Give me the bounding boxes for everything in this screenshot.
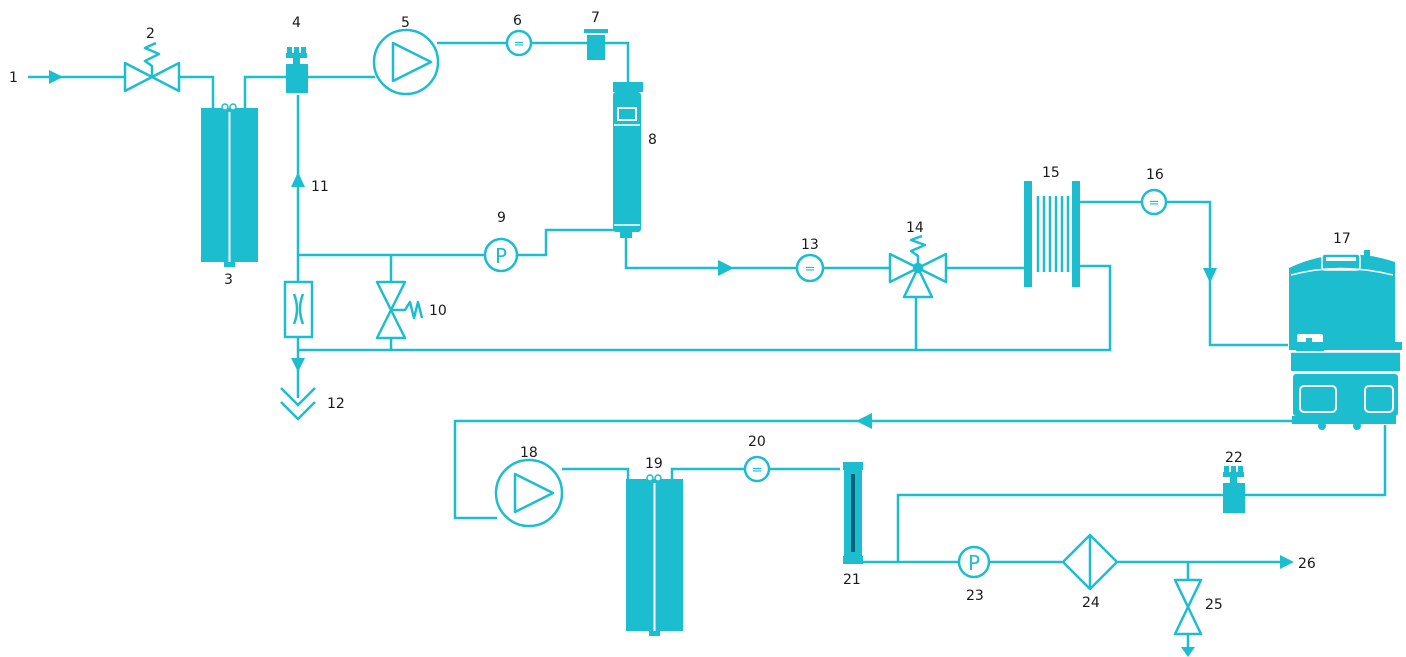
label-5: 5 [401, 15, 410, 31]
pretreatment-cartridge-icon [201, 103, 258, 267]
arrow-up-icon [291, 172, 305, 187]
label-19: 19 [645, 456, 663, 472]
arrow-down-icon [1203, 268, 1217, 283]
label-15: 15 [1042, 165, 1060, 181]
storage-tank-icon [1289, 250, 1402, 430]
label-17: 17 [1333, 231, 1351, 247]
final-filter-icon [1061, 533, 1119, 591]
flow-regulator-symbol: = [514, 37, 525, 52]
component-labels: 1 2 3 4 5 6 7 8 9 10 11 12 13 14 15 16 1… [9, 10, 1351, 613]
label-24: 24 [1082, 595, 1100, 611]
flow-regulator-icon: = [505, 29, 533, 57]
pressure-gauge-icon: P [483, 237, 519, 273]
pressure-gauge-symbol: P [495, 244, 507, 268]
pressure-reducing-valve-icon [123, 41, 181, 93]
flow-regulator-icon: = [795, 253, 825, 283]
label-23: 23 [966, 588, 984, 604]
outlet-valve-icon [1223, 466, 1245, 513]
arrow-down-icon [291, 358, 305, 372]
label-9: 9 [497, 210, 506, 226]
arrow-right-icon [718, 260, 734, 276]
label-21: 21 [843, 572, 861, 588]
label-2: 2 [146, 26, 155, 42]
label-3: 3 [224, 272, 233, 288]
arrow-left-icon [856, 413, 872, 429]
arrow-right-icon [1280, 555, 1294, 569]
drain-restrictor-icon [283, 280, 314, 339]
edi-module-icon [1024, 181, 1080, 287]
label-26: 26 [1298, 556, 1316, 572]
label-7: 7 [591, 10, 600, 26]
label-25: 25 [1205, 597, 1223, 613]
flow-regulator-symbol: = [752, 463, 763, 478]
flow-arrows [49, 70, 1294, 657]
label-6: 6 [513, 13, 522, 29]
drain-icon [280, 387, 316, 421]
pressure-gauge-icon: P [957, 545, 991, 579]
label-1: 1 [9, 70, 18, 86]
relief-valve-icon [375, 280, 424, 340]
label-12: 12 [327, 396, 345, 412]
flow-regulator-symbol: = [805, 262, 816, 277]
reverse-osmosis-module-icon [613, 82, 643, 238]
inlet-valve-icon [286, 47, 308, 93]
uv-lamp-icon [843, 462, 863, 564]
three-way-valve-icon [888, 234, 948, 299]
pipes [28, 41, 1387, 648]
label-4: 4 [292, 15, 301, 31]
label-10: 10 [429, 303, 447, 319]
flow-regulator-icon: = [1140, 188, 1168, 216]
label-11: 11 [311, 179, 329, 195]
label-16: 16 [1146, 167, 1164, 183]
label-22: 22 [1225, 450, 1243, 466]
arrow-right-icon [49, 70, 63, 84]
label-18: 18 [520, 445, 538, 461]
label-20: 20 [748, 434, 766, 450]
arrow-down-icon [1181, 647, 1195, 657]
label-13: 13 [801, 237, 819, 253]
booster-pump-icon [372, 28, 440, 96]
label-8: 8 [648, 132, 657, 148]
pressure-gauge-symbol: P [968, 551, 980, 575]
recirculation-pump-icon [494, 458, 564, 528]
sampling-valve-icon [1173, 578, 1203, 636]
polishing-cartridge-icon [626, 474, 683, 636]
inline-component-icon [584, 29, 608, 60]
flow-regulator-icon: = [743, 455, 771, 483]
label-14: 14 [906, 220, 924, 236]
flow-regulator-symbol: = [1149, 196, 1160, 211]
